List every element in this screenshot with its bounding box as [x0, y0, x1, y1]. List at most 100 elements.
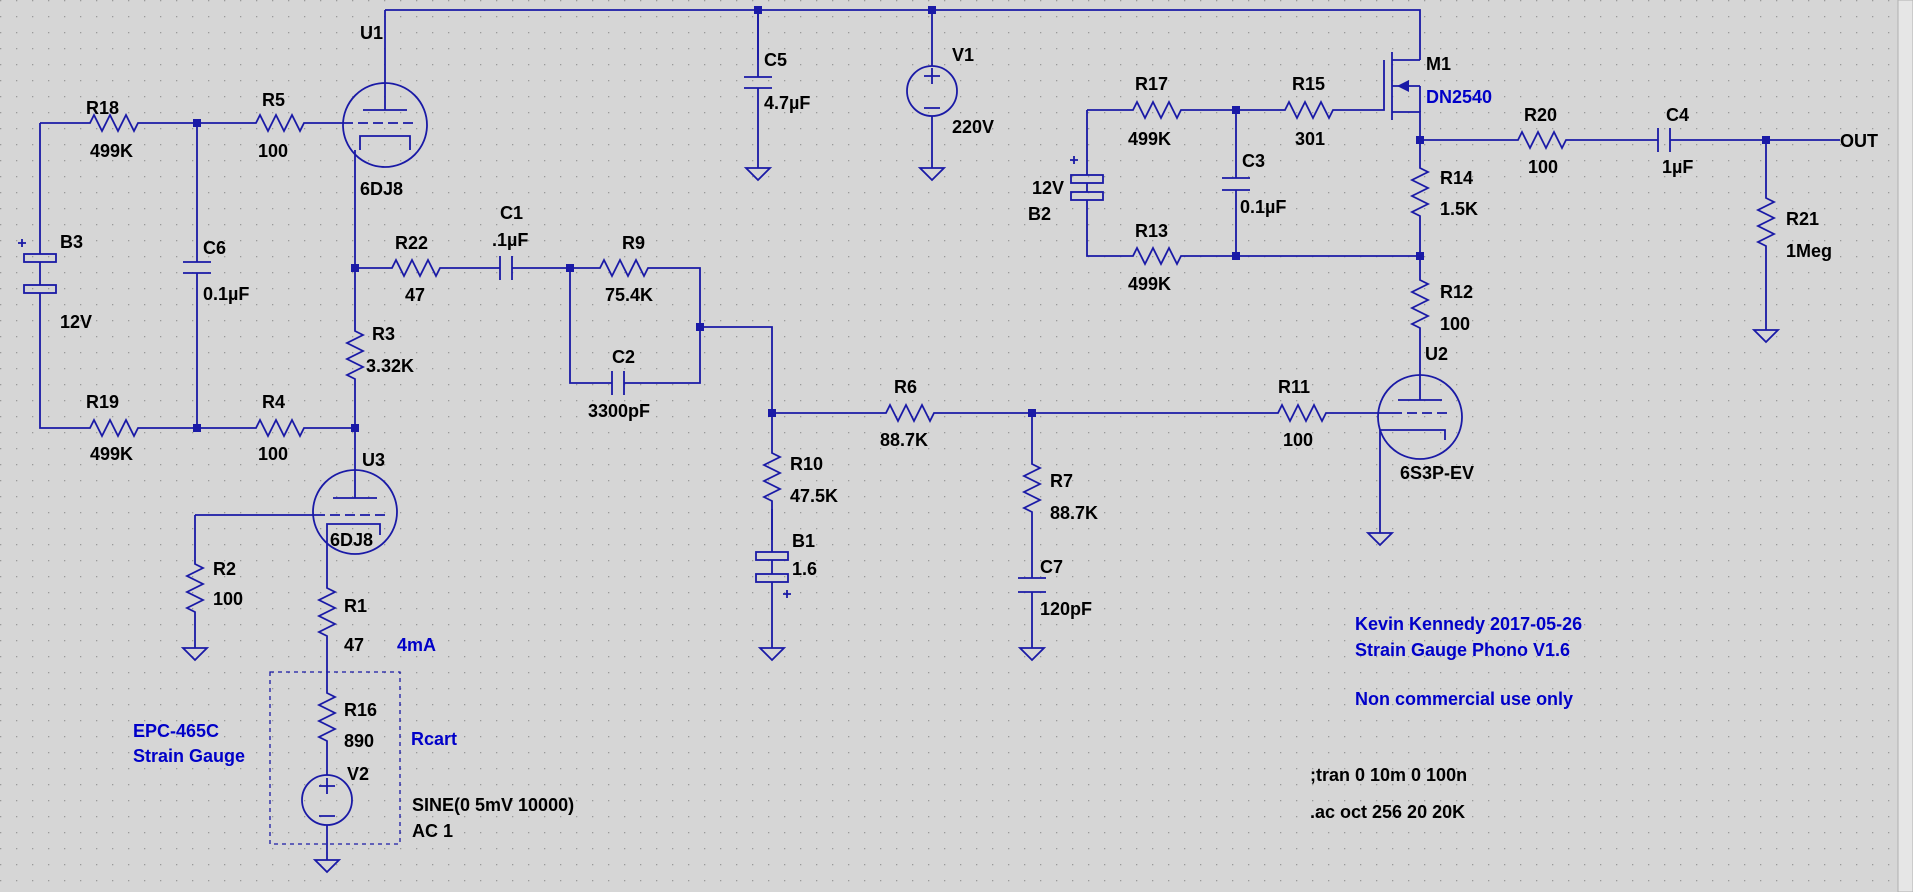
label-r10-name: R10 [790, 454, 823, 474]
window-edge[interactable] [1897, 0, 1913, 892]
label-c7-value: 120pF [1040, 599, 1092, 619]
label-r18-name: R18 [86, 98, 119, 118]
label-r17-value: 499K [1128, 129, 1171, 149]
capacitor-c6[interactable] [183, 261, 211, 274]
capacitor-c1[interactable] [499, 256, 513, 280]
cartridge-box [269, 671, 401, 845]
label-r15-name: R15 [1292, 74, 1325, 94]
label-r14-name: R14 [1440, 168, 1473, 188]
label-r14-value: 1.5K [1440, 199, 1478, 219]
label-m1-value: DN2540 [1426, 87, 1492, 107]
label-c3-value: 0.1µF [1240, 197, 1286, 217]
tran-directive[interactable]: ;tran 0 10m 0 100n [1310, 765, 1467, 785]
cartridge-annotation-line1: EPC-465C [133, 721, 219, 741]
label-r2-value: 100 [213, 589, 243, 609]
label-r21-name: R21 [1786, 209, 1819, 229]
label-b1-value: 1.6 [792, 559, 817, 579]
label-r7-value: 88.7K [1050, 503, 1098, 523]
battery-b2[interactable] [1070, 156, 1104, 212]
label-r18-value: 499K [90, 141, 133, 161]
label-u3-value: 6DJ8 [330, 530, 373, 550]
label-r20-value: 100 [1528, 157, 1558, 177]
label-r16-value: 890 [344, 731, 374, 751]
voltage-source-v1[interactable] [906, 60, 958, 160]
out-net-label[interactable]: OUT [1840, 131, 1878, 151]
voltage-source-v2[interactable] [301, 774, 353, 826]
label-b3-name: B3 [60, 232, 83, 252]
cartridge-annotation-line2: Strain Gauge [133, 746, 245, 766]
label-r7-name: R7 [1050, 471, 1073, 491]
label-c1-value: .1µF [492, 230, 528, 250]
label-r1-value: 47 [344, 635, 364, 655]
capacitor-c7[interactable] [1018, 577, 1046, 593]
label-r17-name: R17 [1135, 74, 1168, 94]
label-c3-name: C3 [1242, 151, 1265, 171]
label-r10-value: 47.5K [790, 486, 838, 506]
label-r15-value: 301 [1295, 129, 1325, 149]
label-b1-name: B1 [792, 531, 815, 551]
label-r20-name: R20 [1524, 105, 1557, 125]
label-r19-value: 499K [90, 444, 133, 464]
license-note: Non commercial use only [1355, 689, 1573, 709]
current-annotation: 4mA [397, 635, 436, 655]
capacitor-c4[interactable] [1657, 128, 1671, 152]
label-r11-value: 100 [1283, 430, 1313, 450]
project-note: Strain Gauge Phono V1.6 [1355, 640, 1570, 660]
label-c5-name: C5 [764, 50, 787, 70]
label-v1-value: 220V [952, 117, 994, 137]
label-r3-name: R3 [372, 324, 395, 344]
label-r4-value: 100 [258, 444, 288, 464]
label-c6-name: C6 [203, 238, 226, 258]
label-r4-name: R4 [262, 392, 285, 412]
label-u3-name: U3 [362, 450, 385, 470]
label-r1-name: R1 [344, 596, 367, 616]
capacitor-c3[interactable] [1222, 177, 1250, 191]
label-r21-value: 1Meg [1786, 241, 1832, 261]
label-r5-name: R5 [262, 90, 285, 110]
label-v2-name: V2 [347, 764, 369, 784]
label-v2-value-2: AC 1 [412, 821, 453, 841]
label-r12-name: R12 [1440, 282, 1473, 302]
triode-u1[interactable] [342, 68, 428, 168]
label-r22-name: R22 [395, 233, 428, 253]
label-r2-name: R2 [213, 559, 236, 579]
label-c2-name: C2 [612, 347, 635, 367]
label-r13-name: R13 [1135, 221, 1168, 241]
label-b3-value: 12V [60, 312, 92, 332]
label-c6-value: 0.1µF [203, 284, 249, 304]
label-r13-value: 499K [1128, 274, 1171, 294]
capacitor-c2[interactable] [611, 371, 625, 395]
label-u2-name: U2 [1425, 344, 1448, 364]
label-r5-value: 100 [258, 141, 288, 161]
mosfet-m1[interactable] [1377, 52, 1421, 120]
label-r11-name: R11 [1278, 377, 1310, 397]
label-r3-value: 3.32K [366, 356, 414, 376]
label-u1-value: 6DJ8 [360, 179, 403, 199]
label-r22-value: 47 [405, 285, 425, 305]
label-m1-name: M1 [1426, 54, 1451, 74]
label-r19-name: R19 [86, 392, 119, 412]
label-c2-value: 3300pF [588, 401, 650, 421]
triode-u2[interactable] [1377, 374, 1463, 470]
label-r16-name: R16 [344, 700, 377, 720]
label-b2-value: 12V [1032, 178, 1064, 198]
label-r12-value: 100 [1440, 314, 1470, 334]
label-r9-value: 75.4K [605, 285, 653, 305]
label-v2-value-1: SINE(0 5mV 10000) [412, 795, 574, 815]
battery-b1[interactable] [755, 509, 791, 600]
label-r6-value: 88.7K [880, 430, 928, 450]
label-u1-name: U1 [360, 23, 383, 43]
label-r6-name: R6 [894, 377, 917, 397]
battery-b3[interactable] [18, 239, 57, 304]
capacitor-c5[interactable] [744, 10, 772, 160]
triode-u3[interactable] [312, 469, 398, 555]
rcart-annotation: Rcart [411, 729, 457, 749]
label-c4-name: C4 [1666, 105, 1689, 125]
label-u2-value: 6S3P-EV [1400, 463, 1474, 483]
label-v1-name: V1 [952, 45, 974, 65]
ac-directive[interactable]: .ac oct 256 20 20K [1310, 802, 1465, 822]
label-c5-value: 4.7µF [764, 93, 810, 113]
component-labels: R18 499K R5 100 R19 499K R4 100 B3 12V C… [60, 23, 1832, 841]
